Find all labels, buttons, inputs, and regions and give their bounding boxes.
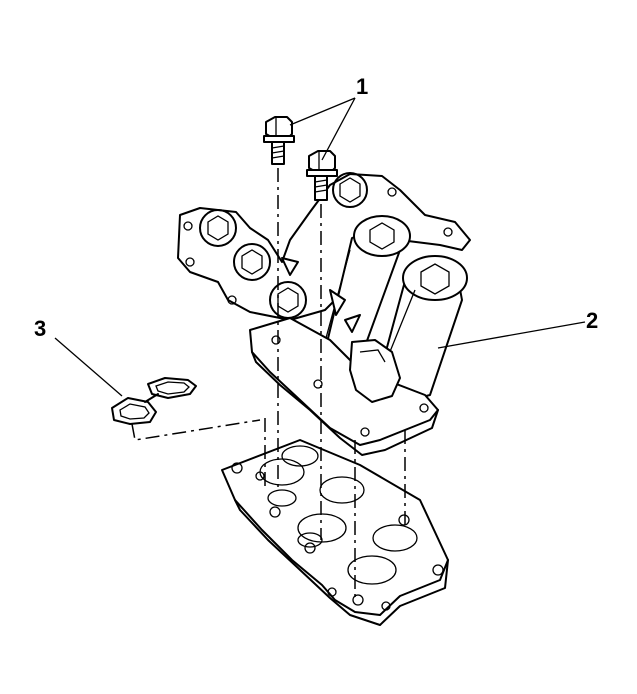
callout-3: 3 <box>34 316 46 341</box>
callout-1: 1 <box>356 74 368 99</box>
bolt-right <box>306 150 338 201</box>
lower-intake-base <box>221 439 449 626</box>
manifold-lower-flange <box>249 317 439 456</box>
callout-2: 2 <box>586 308 598 333</box>
bolt-left <box>263 116 295 165</box>
alignment-lines <box>264 168 406 600</box>
leader-lines <box>54 97 586 397</box>
gasket <box>111 377 261 441</box>
